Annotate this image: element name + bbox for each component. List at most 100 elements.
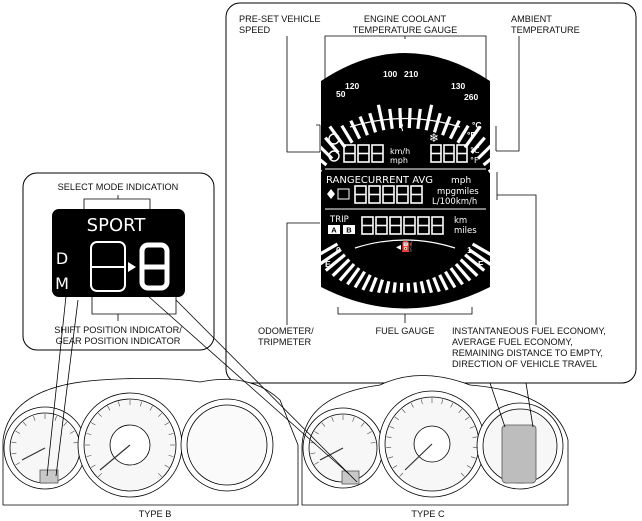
cluster-type-c (301, 375, 569, 506)
dial-tick (86, 433, 92, 435)
pointer-c-display-right (525, 382, 534, 428)
shift-position-digit (90, 241, 126, 292)
gauge-unit-f: °F (467, 130, 476, 140)
speed-unit-kmh: km/h (390, 147, 410, 156)
scale-120: 120 (345, 81, 359, 91)
coolant-tick (368, 112, 378, 133)
snowflake-icon: ❄ (429, 131, 439, 145)
dial-tick (15, 462, 21, 466)
coolant-tick (340, 124, 354, 144)
odo-unit-km: km (454, 216, 467, 226)
trip-a: A (331, 226, 337, 235)
dial-tick (386, 436, 392, 438)
fuel-tick (392, 282, 397, 293)
coolant-tick (487, 159, 507, 174)
dial-tick (472, 436, 478, 438)
coolant-tick (482, 151, 501, 167)
coolant-tick (376, 104, 386, 131)
fuel-economy-label-4: DIRECTION OF VEHICLE TRAVEL (452, 359, 597, 369)
fuel-economy-label-1: INSTANTANEOUS FUEL ECONOMY, (452, 326, 606, 336)
coolant-tick (358, 115, 369, 136)
fuel-tick (331, 258, 351, 277)
pointer-b-right (55, 299, 79, 477)
dial-tick (107, 405, 111, 411)
coolant-tick (448, 120, 461, 140)
econ-unit-l100km: L/100km/h (432, 197, 477, 207)
trip-a-box (328, 225, 340, 234)
gear-position-digit (139, 242, 170, 291)
gauge-unit-c: °C (472, 120, 482, 130)
coolant-tick (463, 125, 482, 149)
preset-speed-label-2: SPEED (239, 25, 271, 35)
dial-tick (389, 426, 395, 429)
ambient-leader (495, 36, 520, 152)
dial-tick (149, 405, 153, 411)
fuel-tick (464, 253, 486, 272)
fuel-gauge-label: FUEL GAUGE (376, 326, 435, 336)
cluster-c-dial-ticks (310, 398, 478, 477)
shift-gear-bracket (91, 296, 177, 321)
fuel-tick (384, 280, 391, 294)
pointer-c-small-bottom (175, 299, 358, 483)
pointer-c-display-left (489, 382, 506, 428)
range-current-avg: RANGECURRENT AVG (326, 175, 433, 186)
econ-unit-mpg-miles: mpgmiles (437, 187, 479, 197)
fuel-tick (353, 270, 366, 289)
fuel-economy-label-3: REMAINING DISTANCE TO EMPTY, (452, 348, 603, 358)
trip-label: TRIP (329, 215, 349, 225)
scale-210: 210 (404, 69, 418, 79)
coolant-tick (309, 151, 328, 167)
dial-tick (401, 408, 406, 414)
scale-100: 100 (383, 69, 397, 79)
type-c-label: TYPE C (411, 509, 445, 519)
fuel-tick (338, 263, 356, 282)
eco-icon (337, 188, 350, 200)
fuel-tick (444, 270, 457, 289)
dial-tick (310, 452, 316, 455)
fuel-tick (432, 276, 441, 293)
dial-tick (22, 421, 27, 426)
coolant-tick (424, 104, 434, 131)
dial-tick (90, 422, 96, 426)
dial-tick (118, 401, 120, 407)
dial-tick (370, 441, 376, 444)
pointer-c-small-top (147, 295, 350, 475)
fuel-tick (369, 276, 378, 293)
coolant-tick (303, 159, 323, 174)
fuel-0: 0 (336, 245, 341, 255)
fuel-tick (376, 279, 384, 294)
coolant-tick (441, 115, 452, 136)
dial-tick (11, 441, 17, 444)
dial-tick (420, 399, 423, 405)
dial-tick (388, 456, 394, 459)
panel-type-c-callout: PRE-SET VEHICLE SPEED ENGINE COOLANT TEM… (225, 2, 637, 384)
multi-info-display (321, 53, 490, 309)
dial-tick (158, 412, 163, 417)
odometer-leader (286, 222, 320, 325)
dial-tick (460, 472, 465, 477)
fuel-pump-icon: ◂⛽ (396, 240, 413, 253)
scale-50: 50 (336, 89, 346, 99)
dial-tick (63, 421, 68, 426)
shift-arrow-icon (128, 262, 136, 272)
fuel-economy-digits (354, 185, 423, 204)
dial-tick (410, 402, 414, 408)
dial-tick (140, 401, 142, 407)
fuel-tick (426, 279, 434, 294)
fuel-gauge-leader (337, 307, 473, 323)
pointer-b-left (46, 295, 67, 477)
coolant-label-2: TEMPERATURE GAUGE (353, 25, 457, 35)
fuel-tick (413, 282, 418, 293)
dial-tick (314, 461, 319, 465)
dial-tick (466, 465, 472, 469)
coolant-tick (470, 136, 486, 154)
dial-tick (69, 430, 75, 434)
dial-tick (469, 426, 475, 429)
cruise-speed-icons (328, 133, 340, 162)
coolant-tick (349, 120, 362, 140)
odometer-label-1: ODOMETER/ (258, 326, 314, 336)
trip-b: B (346, 226, 352, 235)
shift-position-label-1: SHIFT POSITION INDICATOR/ (54, 325, 182, 335)
gear-d-letter: D (56, 249, 68, 268)
fuel-tick (459, 258, 479, 277)
